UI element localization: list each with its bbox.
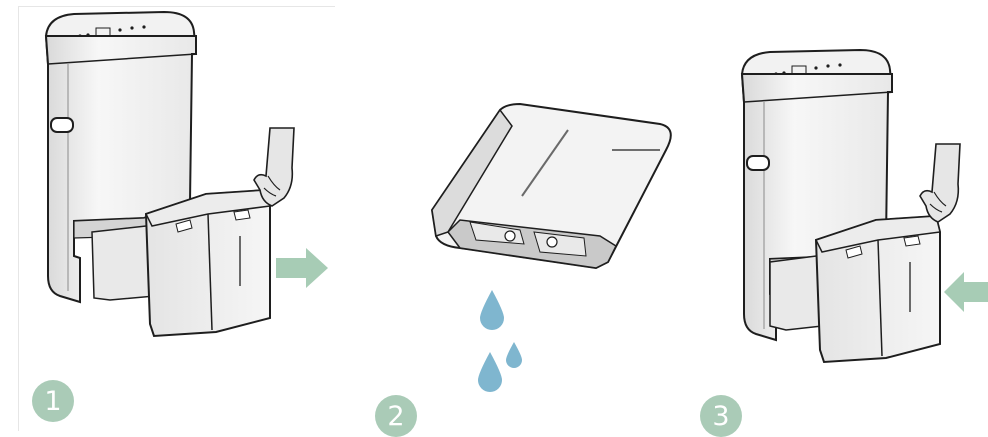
step-3-illustration [742, 50, 988, 362]
step-3-number: 3 [712, 403, 729, 430]
step-2-illustration [432, 104, 671, 392]
water-tank [146, 190, 270, 336]
step-1-number: 1 [44, 388, 61, 415]
step-2-badge: 2 [375, 395, 417, 437]
step-2-number: 2 [387, 403, 404, 430]
tank-upside-down [432, 104, 671, 268]
step-1-illustration [46, 12, 328, 336]
water-drops-icon [478, 290, 522, 392]
step-1-badge: 1 [32, 380, 74, 422]
arrow-left-icon [944, 272, 988, 312]
hand-icon [920, 144, 960, 222]
water-tank [816, 216, 940, 362]
step-3-badge: 3 [700, 395, 742, 437]
arrow-right-icon [276, 248, 328, 288]
